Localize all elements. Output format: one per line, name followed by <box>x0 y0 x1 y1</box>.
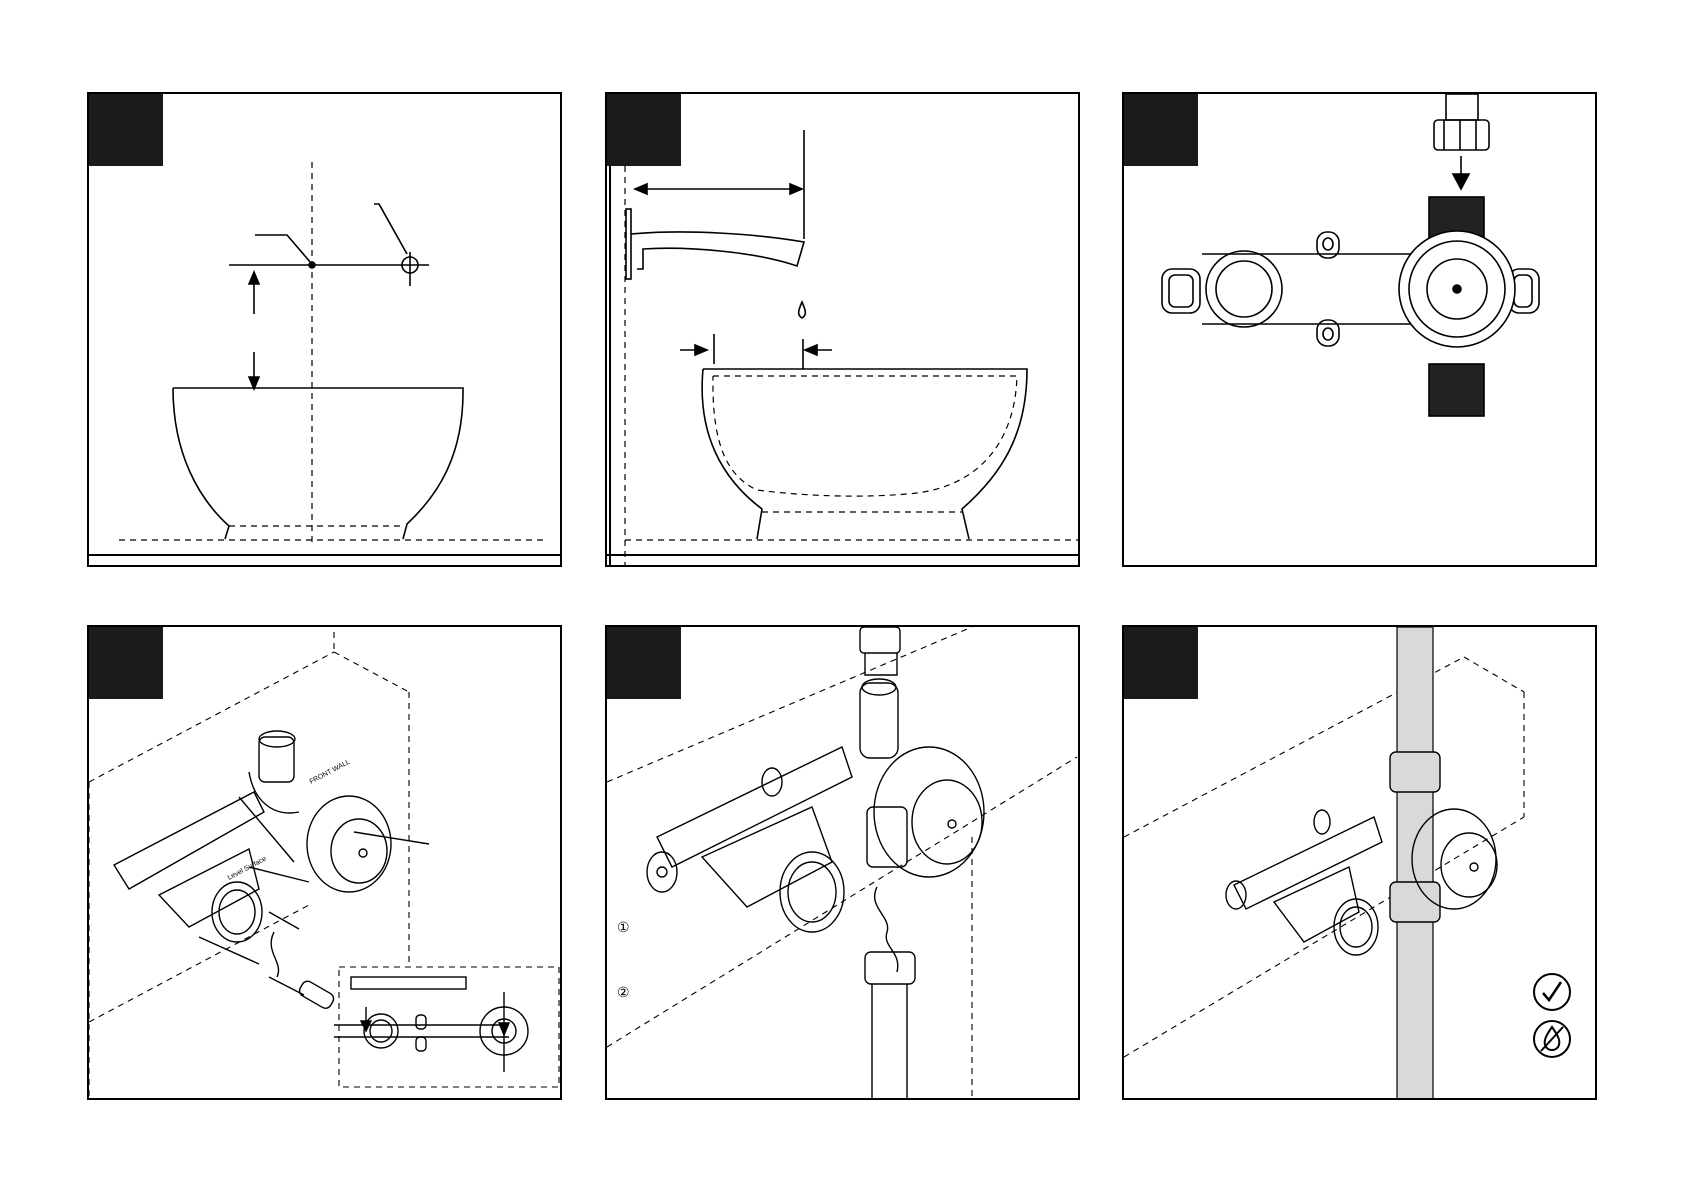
wall-mounting-diagram: FRONT WALL Level Surface <box>89 627 562 1100</box>
panel-1 <box>87 92 562 567</box>
no-water-icon <box>1532 1019 1572 1059</box>
valve-top-view <box>1124 94 1597 567</box>
bowl-height-diagram <box>89 94 562 567</box>
panel-4: FRONT WALL Level Surface <box>87 625 562 1100</box>
valve-face-label: FRONT WALL <box>309 759 352 786</box>
pressure-test-diagram <box>1124 627 1597 1100</box>
supply-connection-diagram: ① ② <box>607 627 1080 1100</box>
panel-3 <box>1122 92 1597 567</box>
panel-6 <box>1122 625 1597 1100</box>
marker-1: ① <box>617 919 630 935</box>
marker-2: ② <box>617 984 630 1000</box>
panel-2 <box>605 92 1080 567</box>
check-icon <box>1532 972 1572 1012</box>
level-label: Level Surface <box>227 855 268 881</box>
panel-5: ① ② <box>605 625 1080 1100</box>
spout-reach-diagram <box>607 94 1080 567</box>
